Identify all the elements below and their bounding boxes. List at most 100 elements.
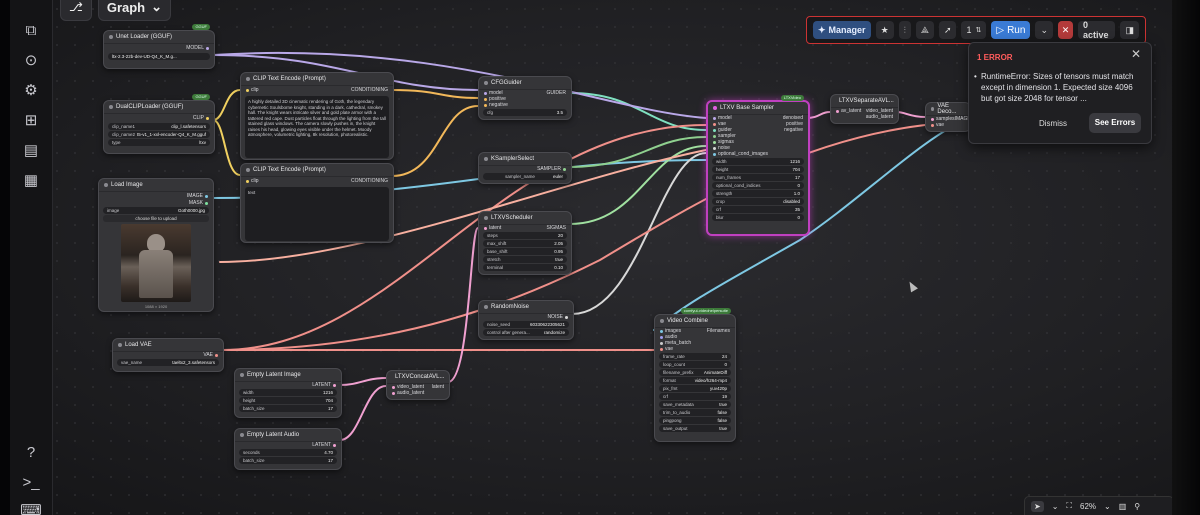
- queue-count-stepper[interactable]: 1 ⇅: [961, 21, 987, 39]
- see-errors-button[interactable]: See Errors: [1089, 113, 1141, 133]
- control-after-generate-widget[interactable]: control after genera...randomize: [483, 329, 569, 336]
- graph-dropdown[interactable]: Graph ⌄: [97, 0, 172, 21]
- node-dualclip-loader[interactable]: GGUF DualCLIPLoader (GGUF) CLIP clip_nam…: [103, 94, 215, 154]
- keyboard-icon[interactable]: ⌨: [20, 502, 42, 515]
- negative-prompt-textarea[interactable]: text: [245, 187, 389, 241]
- fit-view-icon[interactable]: ⛶: [1066, 501, 1073, 510]
- nodes-icon[interactable]: ⊙: [24, 52, 38, 69]
- link-visibility-icon[interactable]: ⚲: [1134, 501, 1141, 511]
- graph-icon: ⎇: [69, 0, 83, 14]
- jobs-button[interactable]: ⫶: [898, 21, 911, 39]
- wire-clip-pos: [212, 89, 241, 121]
- graph-menu-button[interactable]: ⎇: [60, 0, 92, 21]
- chevron-down-icon[interactable]: ⌄: [1104, 501, 1111, 511]
- chevron-down-icon[interactable]: ⌄: [1051, 501, 1059, 511]
- dismiss-button[interactable]: Dismiss: [1039, 119, 1067, 128]
- manager-button[interactable]: ✦ Manager: [813, 21, 871, 39]
- wire-negative: [391, 105, 479, 177]
- panel-toggle-button[interactable]: ◨: [1120, 21, 1139, 39]
- terminal-icon[interactable]: >_: [22, 474, 40, 491]
- nodes-button[interactable]: ⟁: [915, 21, 934, 39]
- error-panel: 1 ERROR ✕ RuntimeError: Sizes of tensors…: [968, 42, 1152, 144]
- node-title: Empty Latent Image: [247, 372, 301, 378]
- image-preview: [121, 224, 191, 302]
- tools-button[interactable]: ➚: [938, 21, 957, 39]
- upload-button[interactable]: choose file to upload: [103, 215, 209, 222]
- library-icon[interactable]: ▤: [23, 142, 39, 159]
- star-button[interactable]: ★: [875, 21, 894, 39]
- models-icon[interactable]: ⚙: [24, 82, 38, 99]
- cancel-button[interactable]: ✕: [1057, 21, 1073, 39]
- unet-name-widget[interactable]: ltx-2.3-22b-dev-UD-Q4_K_M.g...: [108, 53, 210, 60]
- wire-latent-audio: [339, 385, 387, 441]
- close-icon[interactable]: ✕: [1130, 47, 1141, 61]
- node-video-combine[interactable]: comfyui-videohelpersuite Video Combine i…: [654, 308, 736, 442]
- node-title: Load VAE: [125, 342, 152, 348]
- node-unet-loader[interactable]: GGUF Unet Loader (GGUF) MODEL ltx-2.3-22…: [103, 24, 215, 69]
- select-tool-icon[interactable]: ➤: [1031, 500, 1044, 512]
- run-button[interactable]: ▷ Run: [991, 21, 1031, 39]
- minimap-icon[interactable]: ▥: [1118, 501, 1127, 511]
- zoom-level[interactable]: 62%: [1080, 501, 1097, 511]
- active-queue-button[interactable]: 0 active: [1077, 20, 1116, 40]
- chevron-down-icon: ⌄: [1040, 24, 1048, 35]
- queue-icon[interactable]: ⊞: [24, 112, 38, 129]
- run-options-button[interactable]: ⌄: [1035, 21, 1053, 39]
- wire-image-combine: [653, 117, 969, 331]
- prompt-textarea[interactable]: A highly detailed 3D cinematic rendering…: [245, 96, 389, 158]
- help-icon[interactable]: ?: [26, 444, 36, 461]
- templates-icon[interactable]: ▦: [23, 172, 39, 189]
- workflow-icon[interactable]: ⧉: [25, 22, 37, 39]
